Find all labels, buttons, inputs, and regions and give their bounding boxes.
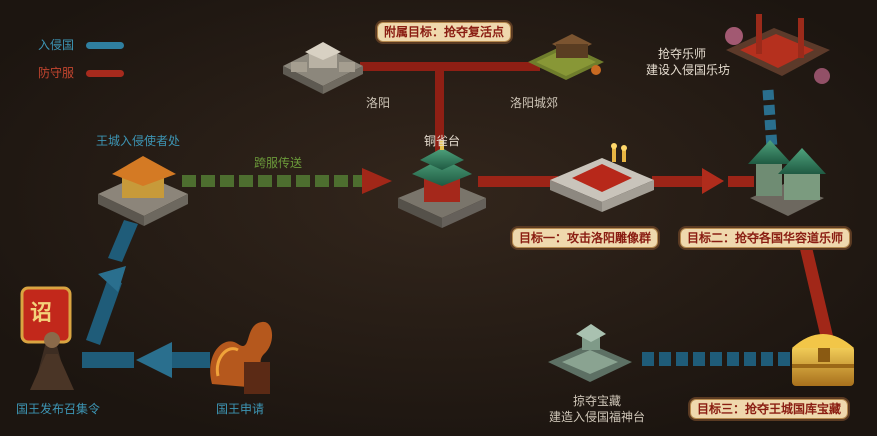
path-statue-goal2	[652, 176, 704, 187]
badge-goal-3: 目标三：抢夺王城国库宝藏	[690, 399, 849, 419]
node-treasure-line1: 掠夺宝藏	[572, 394, 622, 408]
node-luoyang: 洛阳	[366, 96, 391, 110]
luoyang-building-icon	[283, 42, 363, 94]
musician-workshop-icon	[725, 14, 830, 84]
node-treasure-line2: 建造入侵国福神台	[548, 410, 646, 424]
arrow-to-tongquetai	[362, 168, 392, 194]
node-cross-server: 跨服传送	[254, 156, 303, 170]
legend-defender-label: 防守服	[38, 66, 75, 80]
path-luoyang-suburb	[360, 62, 540, 71]
arrow-to-goal2	[702, 168, 724, 194]
arrow-to-royal	[98, 266, 126, 292]
music-pavilion-icon	[748, 140, 826, 216]
path-summon-royal	[86, 278, 122, 345]
royal-city-building-icon	[98, 156, 188, 226]
node-musician-line2: 建设入侵国乐坊	[645, 63, 731, 77]
node-luoyang-suburb: 洛阳城郊	[510, 96, 559, 110]
invader-paths	[82, 89, 790, 378]
arrow-to-summon	[136, 342, 172, 378]
king-edict-icon	[20, 286, 74, 390]
path-to-tongquetai	[435, 62, 444, 154]
defender-paths	[360, 62, 834, 343]
edict-character: 诏	[30, 301, 53, 326]
legend-invader-bar	[86, 42, 124, 49]
path-apply-summon	[170, 352, 210, 368]
node-king-apply: 国王申请	[216, 402, 265, 416]
node-king-summon: 国王发布召集令	[16, 402, 101, 416]
node-royal-city: 王城入侵使者处	[96, 134, 181, 148]
luoyang-suburb-icon	[528, 34, 604, 80]
cross-server-path	[182, 168, 392, 194]
badge-sub-goal: 附属目标：抢夺复活点	[377, 22, 512, 42]
path-goal2-treasure	[796, 230, 834, 343]
luoyang-statue-icon	[550, 143, 654, 212]
node-musician-line1: 抢夺乐师	[657, 47, 707, 61]
fortune-altar-icon	[548, 324, 632, 382]
node-tongquetai: 铜雀台	[424, 134, 461, 148]
tongquetai-pagoda-icon	[398, 140, 486, 228]
legend-invader-label: 入侵国	[38, 38, 75, 52]
dragon-icon	[210, 321, 273, 394]
treasure-chest-icon	[792, 334, 854, 386]
badge-goal-2: 目标二：抢夺各国华容道乐师	[680, 228, 851, 248]
legend-defender-bar	[86, 70, 124, 77]
badge-goal-1: 目标一：攻击洛阳雕像群	[512, 228, 659, 248]
path-tongquetai-statue	[478, 176, 558, 187]
